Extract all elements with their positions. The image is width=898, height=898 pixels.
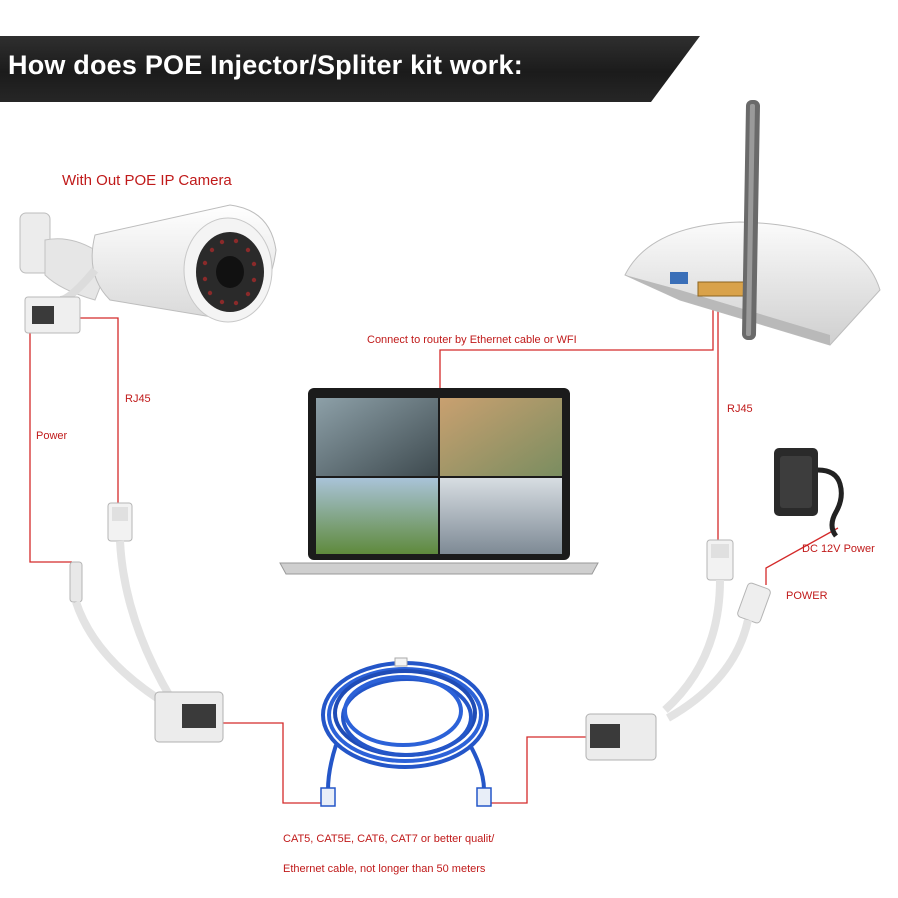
router-connect-label: Connect to router by Ethernet cable or W…: [367, 334, 577, 346]
cable-label: CAT5, CAT5E, CAT6, CAT7 or better qualit…: [283, 817, 494, 892]
laptop-icon: [279, 388, 599, 575]
title-banner: [0, 36, 700, 102]
dc-power-label: DC 12V Power: [802, 543, 875, 555]
ip-camera-icon: [19, 204, 277, 334]
rj45-right-label: RJ45: [727, 403, 753, 415]
cable-left-line: [222, 722, 322, 804]
cable-label-line2: Ethernet cable, not longer than 50 meter…: [283, 863, 486, 875]
cable-right-line: [490, 736, 586, 804]
camera-rj45-line: [60, 317, 119, 503]
router-connect-line: [439, 300, 714, 388]
camera-label: With Out POE IP Camera: [62, 172, 232, 189]
poe-injector-icon: [585, 539, 771, 761]
power-adapter-icon: [774, 448, 844, 538]
camera-power-line: [29, 318, 72, 563]
dc-power-line: [765, 527, 839, 585]
rj45-left-label: RJ45: [125, 393, 151, 405]
power-right-label: POWER: [786, 590, 828, 602]
page-title: How does POE Injector/Spliter kit work:: [8, 50, 523, 80]
ethernet-cable-icon: [320, 657, 492, 807]
cable-label-line1: CAT5, CAT5E, CAT6, CAT7 or better qualit…: [283, 833, 495, 845]
poe-splitter-icon: [69, 502, 224, 743]
wifi-router-icon: [624, 99, 881, 346]
power-left-label: Power: [36, 430, 68, 442]
